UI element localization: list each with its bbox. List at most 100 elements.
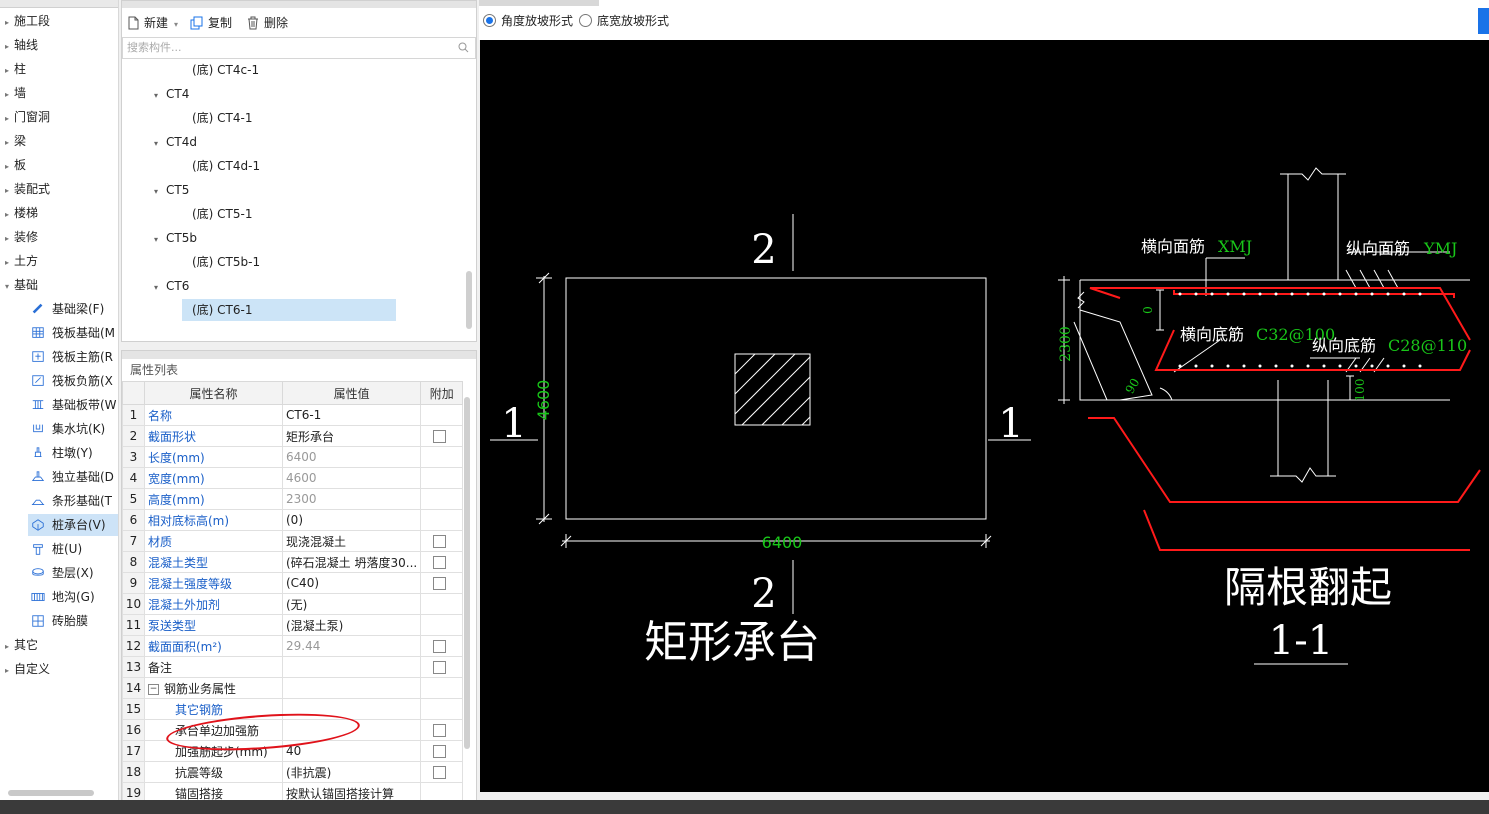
expand-icon[interactable]: ▸ bbox=[4, 90, 9, 99]
nav-item-0[interactable]: ▸施工段 bbox=[0, 10, 50, 32]
nav-item-8[interactable]: ▸楼梯 bbox=[0, 202, 38, 224]
search-input[interactable] bbox=[123, 38, 451, 56]
tree-item[interactable]: ▾CT6 bbox=[154, 275, 189, 297]
expand-icon[interactable]: ▸ bbox=[4, 210, 9, 219]
property-value[interactable]: 现浇混凝土 bbox=[281, 530, 422, 552]
property-value[interactable]: (非抗震) bbox=[281, 761, 422, 783]
property-value[interactable]: (0) bbox=[281, 509, 422, 531]
expand-icon[interactable]: ▸ bbox=[4, 66, 9, 75]
property-value[interactable]: 4600 bbox=[281, 467, 422, 489]
expand-icon[interactable]: ▾ bbox=[4, 282, 9, 291]
tree-item[interactable]: (底) CT4d-1 bbox=[192, 155, 260, 177]
property-row[interactable]: 14−钢筋业务属性 bbox=[122, 677, 464, 699]
property-value[interactable] bbox=[281, 656, 422, 678]
extra-checkbox[interactable] bbox=[433, 640, 447, 653]
radio-width-slope-dot[interactable] bbox=[579, 14, 592, 27]
nav-sub-item-10[interactable]: 桩(U) bbox=[30, 538, 82, 560]
tree-item[interactable]: (底) CT4-1 bbox=[192, 107, 253, 129]
nav-item-after-1[interactable]: ▸自定义 bbox=[0, 658, 50, 680]
property-value[interactable]: 29.44 bbox=[281, 635, 422, 657]
delete-button[interactable]: 删除 bbox=[246, 13, 288, 33]
nav-item-after-0[interactable]: ▸其它 bbox=[0, 634, 38, 656]
collapse-icon[interactable]: ▾ bbox=[154, 235, 159, 244]
nav-sub-item-13[interactable]: 砖胎膜 bbox=[30, 610, 88, 632]
nav-sub-item-6[interactable]: 柱墩(Y) bbox=[30, 442, 93, 464]
nav-item-11[interactable]: ▾基础 bbox=[0, 274, 38, 296]
collapse-icon[interactable]: ▾ bbox=[154, 139, 159, 148]
tree-item[interactable]: (底) CT6-1 bbox=[182, 299, 396, 321]
property-value[interactable] bbox=[281, 677, 422, 699]
expand-icon[interactable]: ▸ bbox=[4, 138, 9, 147]
new-dropdown-icon[interactable]: ▾ bbox=[174, 20, 179, 29]
extra-checkbox[interactable] bbox=[433, 766, 447, 779]
nav-item-4[interactable]: ▸门窗洞 bbox=[0, 106, 50, 128]
extra-checkbox[interactable] bbox=[433, 556, 447, 569]
property-value[interactable]: (C40) bbox=[281, 572, 422, 594]
collapse-icon[interactable]: − bbox=[148, 683, 159, 695]
expand-icon[interactable]: ▸ bbox=[4, 642, 9, 651]
property-value[interactable]: 矩形承台 bbox=[281, 425, 422, 447]
extra-checkbox[interactable] bbox=[433, 535, 447, 548]
tree-item[interactable]: (底) CT5-1 bbox=[192, 203, 253, 225]
radio-width-slope[interactable]: 底宽放坡形式 bbox=[579, 12, 669, 30]
expand-icon[interactable]: ▸ bbox=[4, 42, 9, 51]
nav-item-6[interactable]: ▸板 bbox=[0, 154, 26, 176]
expand-icon[interactable]: ▸ bbox=[4, 114, 9, 123]
extra-checkbox[interactable] bbox=[433, 430, 447, 443]
property-value[interactable]: (无) bbox=[281, 593, 422, 615]
collapse-icon[interactable]: ▾ bbox=[154, 187, 159, 196]
nav-sub-item-7[interactable]: 独立基础(D bbox=[30, 466, 114, 488]
new-button[interactable]: 新建▾ bbox=[126, 13, 178, 33]
nav-item-2[interactable]: ▸柱 bbox=[0, 58, 26, 80]
expand-icon[interactable]: ▸ bbox=[4, 234, 9, 243]
property-value[interactable]: (碎石混凝土 坍落度30... bbox=[281, 551, 422, 573]
nav-item-1[interactable]: ▸轴线 bbox=[0, 34, 38, 56]
search-icon[interactable] bbox=[458, 42, 469, 53]
radio-angle-slope[interactable]: 角度放坡形式 bbox=[483, 12, 573, 30]
property-value[interactable]: (混凝土泵) bbox=[281, 614, 422, 636]
tree-item[interactable]: ▾CT5 bbox=[154, 179, 189, 201]
tree-item[interactable]: (底) CT4c-1 bbox=[192, 59, 259, 81]
nav-sub-item-2[interactable]: 筏板主筋(R bbox=[30, 346, 113, 368]
nav-scrollbar[interactable] bbox=[8, 790, 94, 796]
extra-checkbox[interactable] bbox=[433, 724, 447, 737]
nav-sub-item-12[interactable]: 地沟(G) bbox=[30, 586, 95, 608]
nav-item-5[interactable]: ▸梁 bbox=[0, 130, 26, 152]
nav-item-7[interactable]: ▸装配式 bbox=[0, 178, 50, 200]
tree-item[interactable]: (底) CT5b-1 bbox=[192, 251, 260, 273]
expand-icon[interactable]: ▸ bbox=[4, 258, 9, 267]
nav-sub-item-4[interactable]: 基础板带(W bbox=[30, 394, 117, 416]
collapse-icon[interactable]: ▾ bbox=[154, 91, 159, 100]
nav-sub-item-0[interactable]: 基础梁(F) bbox=[30, 298, 104, 320]
component-list-scrollbar[interactable] bbox=[466, 271, 472, 329]
extra-checkbox[interactable] bbox=[433, 577, 447, 590]
nav-sub-item-8[interactable]: 条形基础(T bbox=[30, 490, 112, 512]
expand-icon[interactable]: ▸ bbox=[4, 186, 9, 195]
properties-scrollbar[interactable] bbox=[464, 397, 470, 749]
cad-drawing-canvas[interactable]: 2 2 1 1 6400 4600 矩形承台 bbox=[480, 40, 1489, 792]
expand-icon[interactable]: ▸ bbox=[4, 162, 9, 171]
nav-item-10[interactable]: ▸土方 bbox=[0, 250, 38, 272]
nav-sub-item-5[interactable]: 集水坑(K) bbox=[30, 418, 105, 440]
property-value[interactable]: 2300 bbox=[281, 488, 422, 510]
property-value[interactable]: 6400 bbox=[281, 446, 422, 468]
nav-sub-item-11[interactable]: 垫层(X) bbox=[30, 562, 94, 584]
collapse-icon[interactable]: ▾ bbox=[154, 283, 159, 292]
copy-button[interactable]: 复制 bbox=[190, 13, 232, 33]
radio-angle-slope-dot[interactable] bbox=[483, 14, 496, 27]
